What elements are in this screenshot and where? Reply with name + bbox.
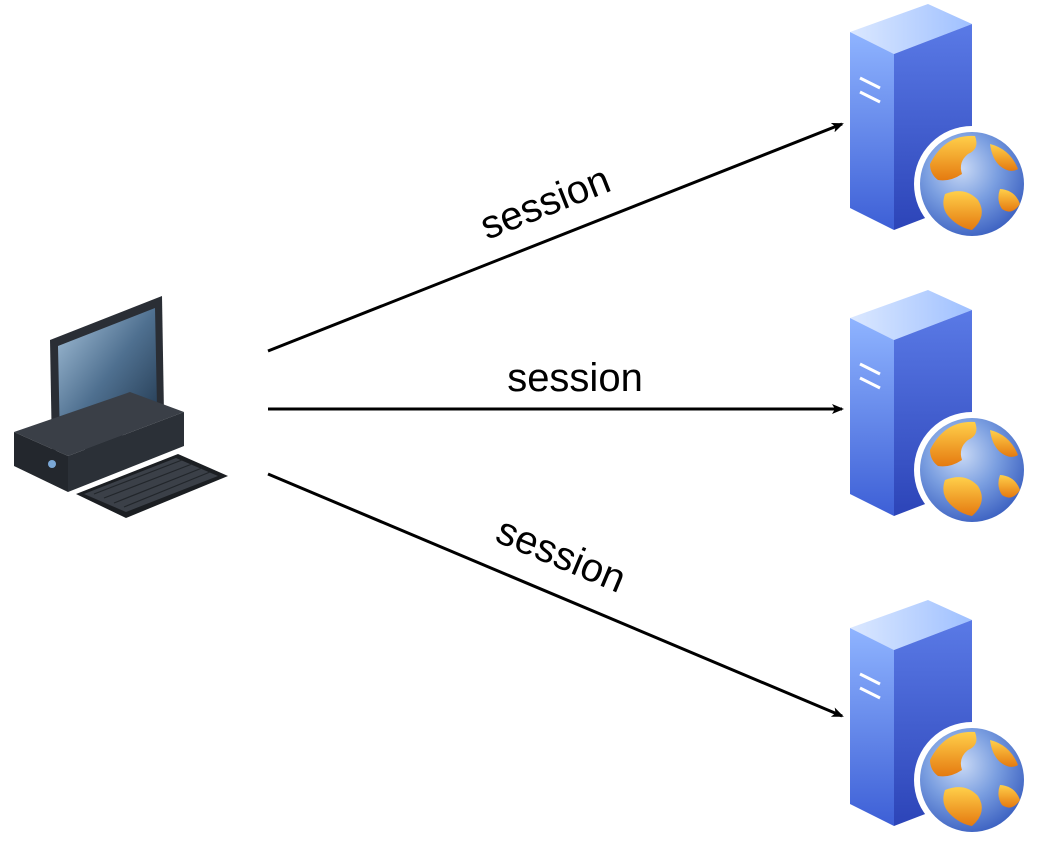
- session-label: session: [507, 356, 643, 400]
- web-server-icon: [848, 288, 1032, 530]
- desktop-computer-icon: [14, 296, 228, 518]
- web-server-icon: [848, 598, 1032, 840]
- session-label: session: [474, 157, 616, 248]
- web-server-icon: [848, 2, 1032, 244]
- session-label: session: [490, 508, 632, 601]
- session-connector: [267, 122, 844, 353]
- session-connector: [267, 472, 844, 718]
